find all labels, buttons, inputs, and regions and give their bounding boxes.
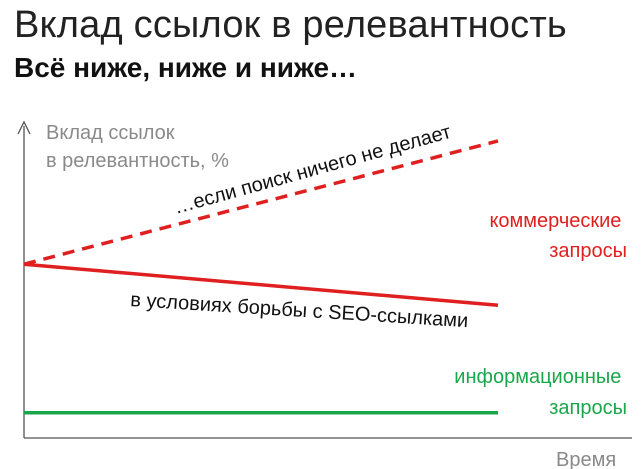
x-axis-label: Время: [556, 449, 616, 469]
y-axis-arrow: [17, 120, 31, 135]
y-axis-label: Вклад ссылок в релевантность, %: [46, 122, 229, 172]
annotation-seo-fight: в условиях борьбы с SEO-ссылками: [130, 289, 469, 332]
informational-label: информационные запросы: [454, 366, 627, 419]
informational-label-line-2: запросы: [549, 397, 627, 419]
informational-label-line-1: информационные: [454, 366, 621, 388]
commercial-label-line-1: коммерческие: [489, 210, 621, 232]
commercial-label: коммерческие запросы: [489, 210, 627, 262]
slide-subtitle: Всё ниже, ниже и ниже…: [14, 52, 358, 83]
commercial-label-line-2: запросы: [549, 240, 627, 262]
commercial-actual-line: [23, 262, 499, 308]
slide-title: Вклад ссылок в релевантность: [14, 4, 567, 46]
commercial-no-action-line: [23, 139, 499, 266]
y-axis-label-line-2: в релевантность, %: [46, 150, 229, 172]
y-axis-label-line-1: Вклад ссылок: [46, 122, 175, 144]
